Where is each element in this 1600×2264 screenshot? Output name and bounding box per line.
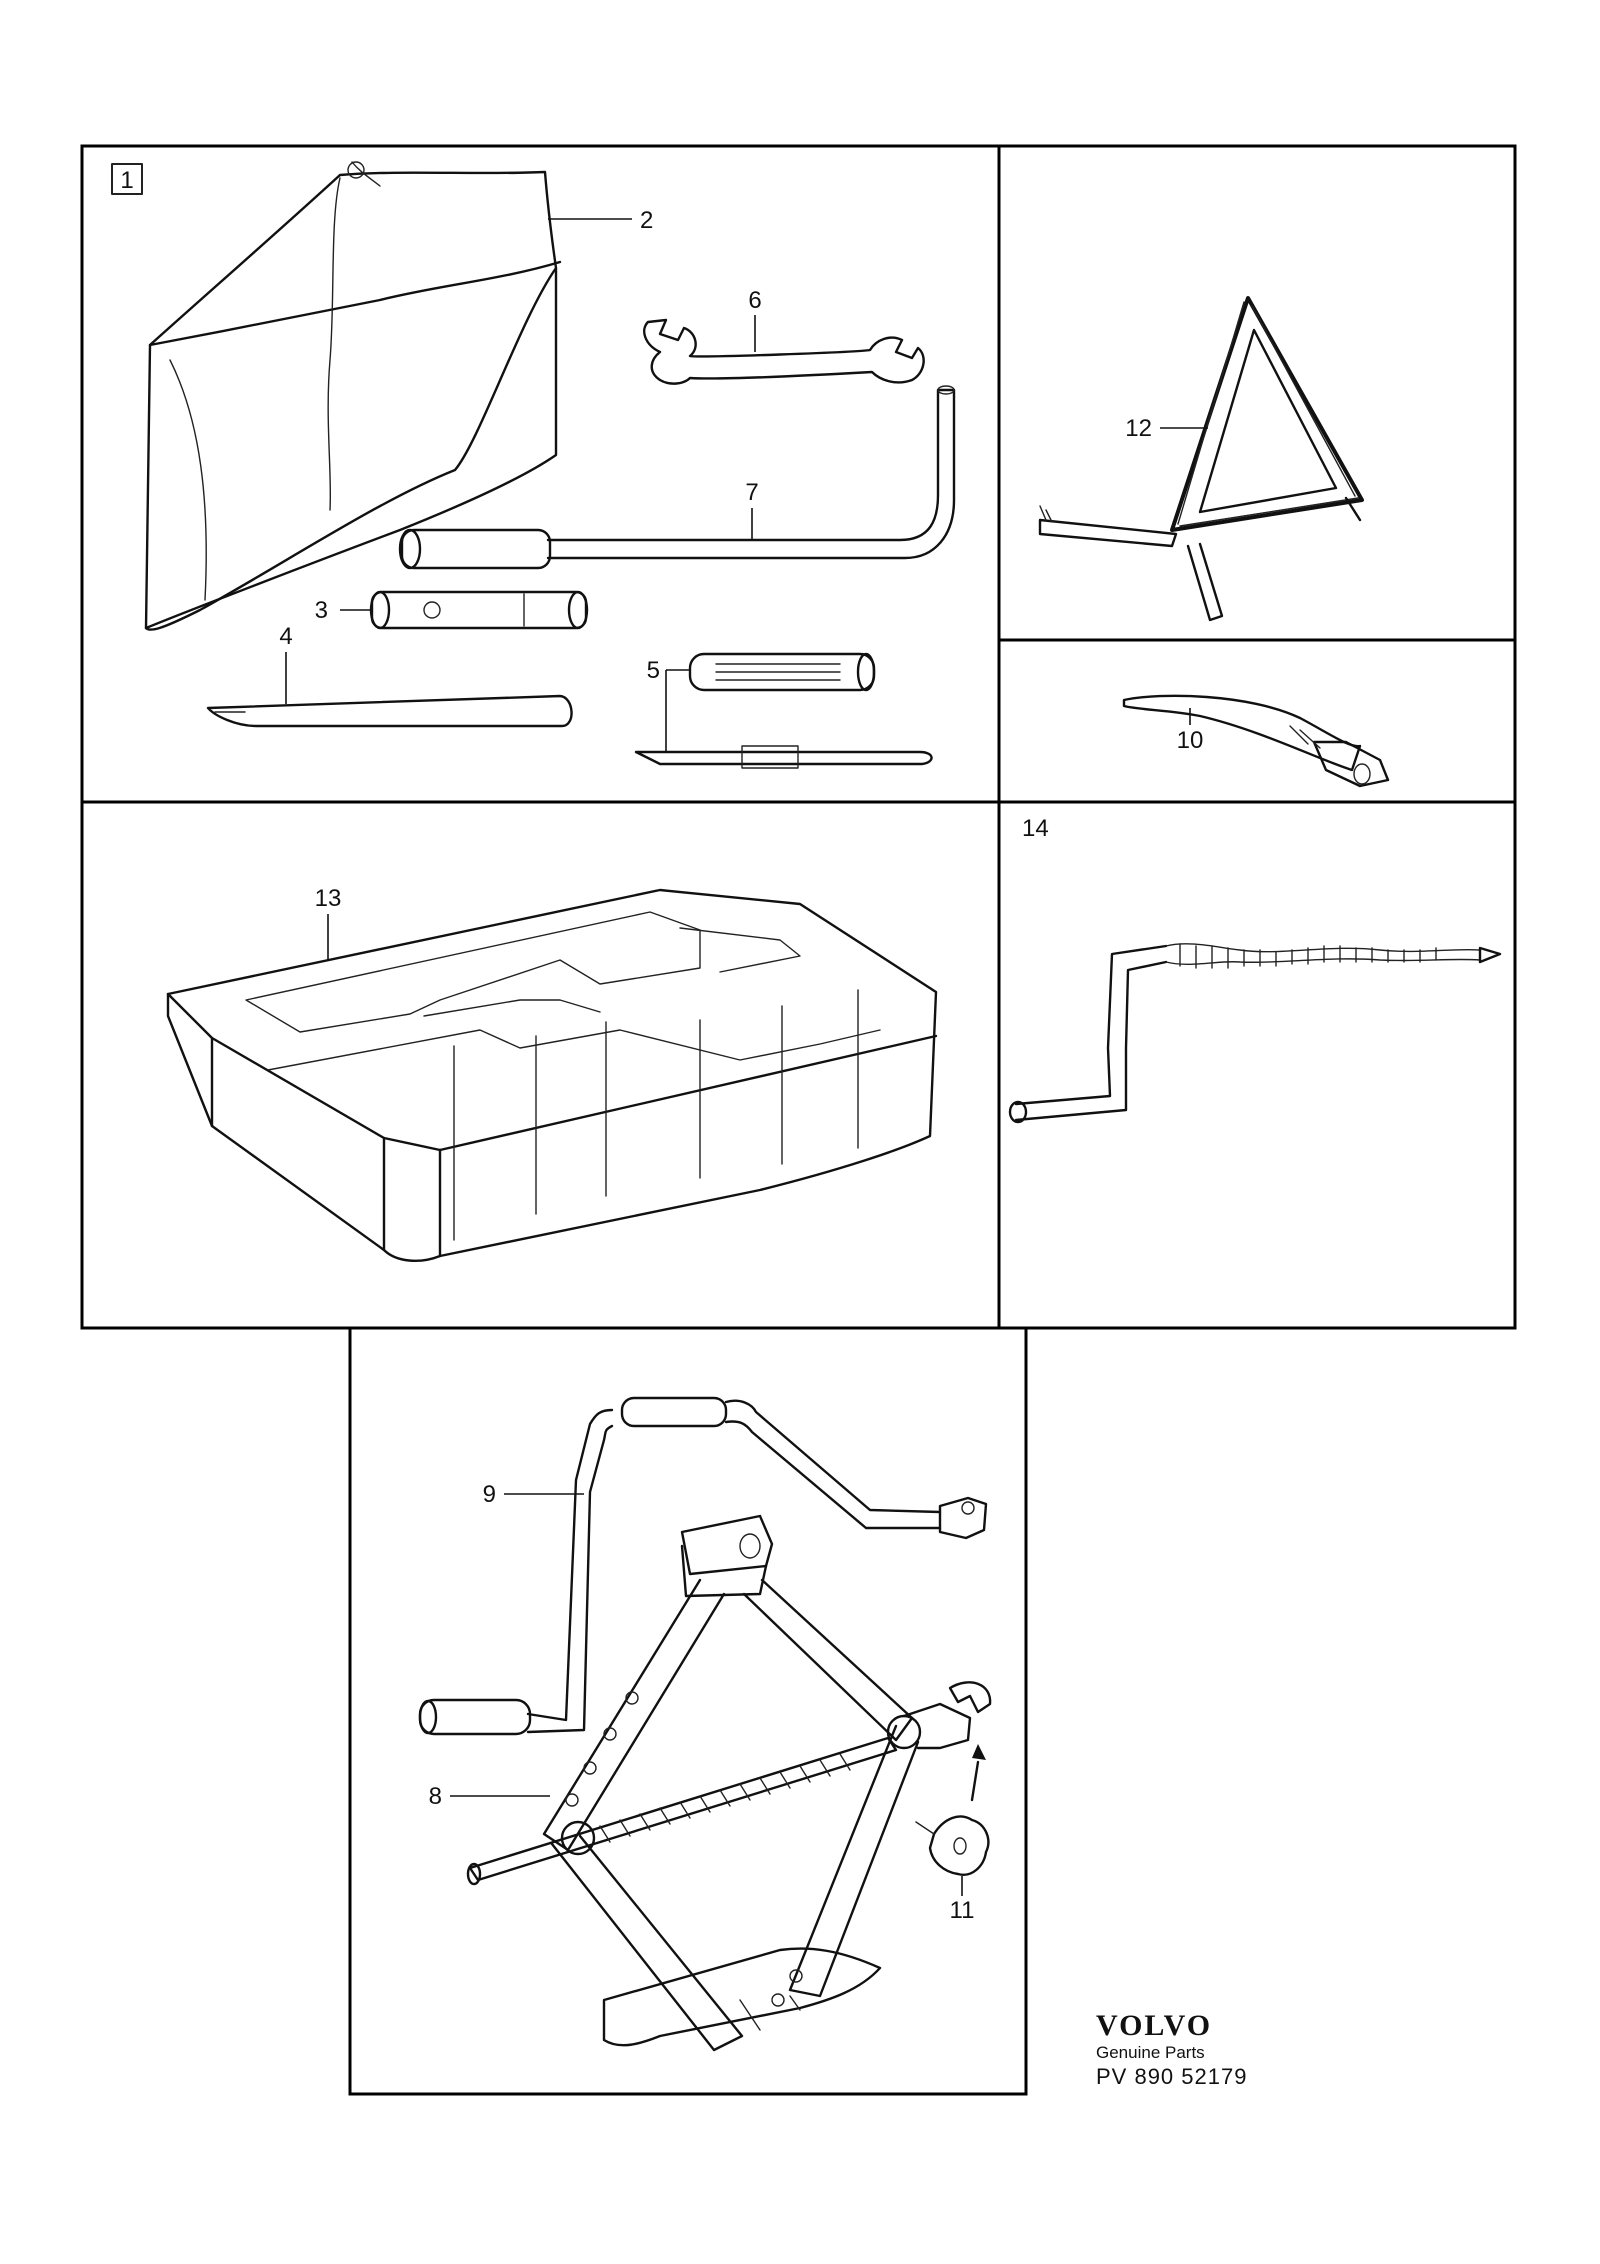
- kit-box-marker: [111, 163, 143, 195]
- screwdriver-drawing: [634, 652, 933, 769]
- panel-crank: 14: [1008, 815, 1502, 1124]
- callout-6: 6: [748, 287, 761, 314]
- callout-3: 3: [315, 597, 328, 624]
- volvo-logo: VOLVO: [1096, 2009, 1213, 2042]
- callout-8: 8: [429, 1783, 442, 1810]
- tool-bag-drawing: [144, 161, 562, 631]
- callout-14: 14: [1022, 815, 1049, 842]
- jack-handle-drawing: [418, 1396, 988, 1736]
- knob-drawing: [915, 1815, 990, 1876]
- panel-towhook: 10: [1122, 694, 1390, 788]
- box-spanner-drawing: [369, 590, 589, 630]
- panel-tray-frame: [80, 800, 1001, 1330]
- insertion-arrow: [970, 1760, 980, 1802]
- callout-2: 2: [640, 207, 653, 234]
- spanner-drawing: [643, 318, 925, 385]
- callout-4: 4: [279, 623, 292, 650]
- brand-block: VOLVO Genuine Parts PV 890 52179: [1096, 2010, 1356, 2090]
- callout-1: 1: [120, 167, 133, 194]
- part-code: PV 890 52179: [1096, 2064, 1248, 2089]
- insertion-arrowhead: [972, 1744, 986, 1760]
- tow-hook-drawing: [1122, 694, 1390, 788]
- callout-13: 13: [315, 885, 342, 912]
- callout-5: 5: [647, 657, 660, 684]
- panel-triangle-frame: [997, 144, 1517, 642]
- callout-12: 12: [1125, 415, 1152, 442]
- callout-7: 7: [745, 479, 758, 506]
- panel-frames: [80, 144, 1517, 2096]
- brand-subtitle: Genuine Parts: [1096, 2043, 1205, 2062]
- callout-9: 9: [483, 1481, 496, 1508]
- tool-tray-drawing: [166, 888, 938, 1262]
- callout-10: 10: [1177, 727, 1204, 754]
- panel-triangle: 12: [1038, 296, 1364, 622]
- warning-triangle-drawing: [1038, 296, 1364, 622]
- wheel-brace-drawing: [398, 385, 956, 570]
- panel-toolkit-frame: [80, 144, 1001, 804]
- panel-tray: 13: [166, 885, 938, 1262]
- scissor-jack-drawing: [466, 1514, 992, 2052]
- panel-toolkit: 1 2 6 7: [111, 161, 956, 769]
- panel-jack-frame: [348, 1326, 1028, 2096]
- tyre-lever-drawing: [206, 694, 573, 728]
- panel-jack: 9 8: [418, 1396, 992, 2052]
- callout-11: 11: [950, 1897, 975, 1924]
- panel-towhook-frame: [997, 638, 1517, 804]
- crank-handle-drawing: [1008, 943, 1502, 1124]
- panel-crank-frame: [997, 800, 1517, 1330]
